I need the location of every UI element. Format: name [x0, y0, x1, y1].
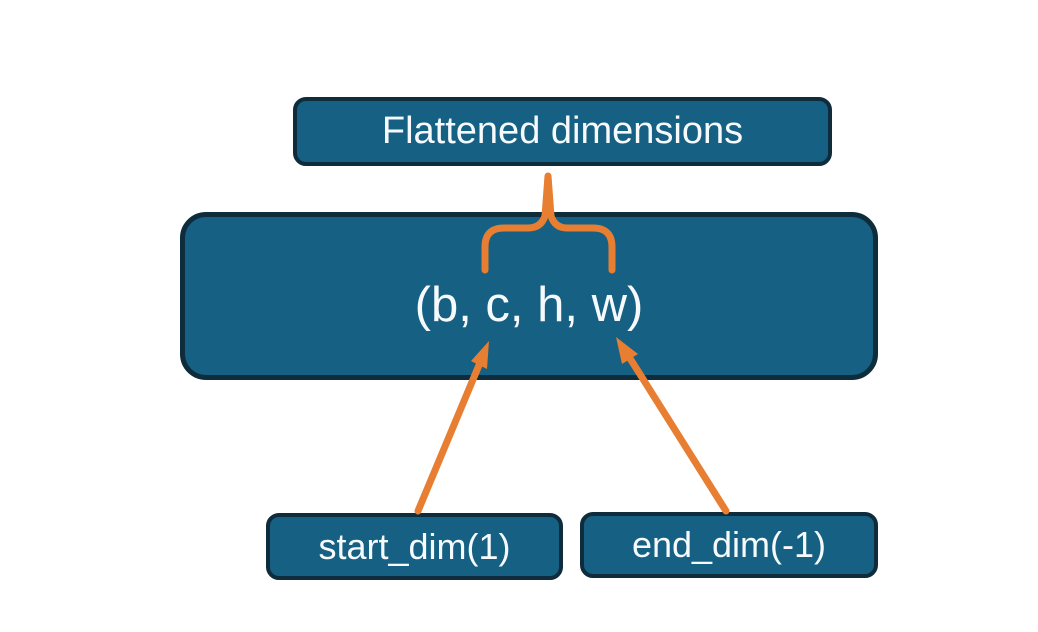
- flattened-dimensions-label: Flattened dimensions: [381, 110, 744, 152]
- start-dim-box: start_dim(1): [266, 513, 563, 580]
- start-dim-arrow-line: [414, 354, 486, 515]
- flattened-dimensions-box: Flattened dimensions: [293, 97, 832, 166]
- tensor-shape-box: (b, c, h, w): [180, 212, 878, 380]
- tensor-shape-label: (b, c, h, w): [414, 278, 644, 332]
- start-dim-label: start_dim(1): [318, 525, 511, 567]
- end-dim-box: end_dim(-1): [580, 512, 878, 578]
- end-dim-label: end_dim(-1): [631, 524, 827, 565]
